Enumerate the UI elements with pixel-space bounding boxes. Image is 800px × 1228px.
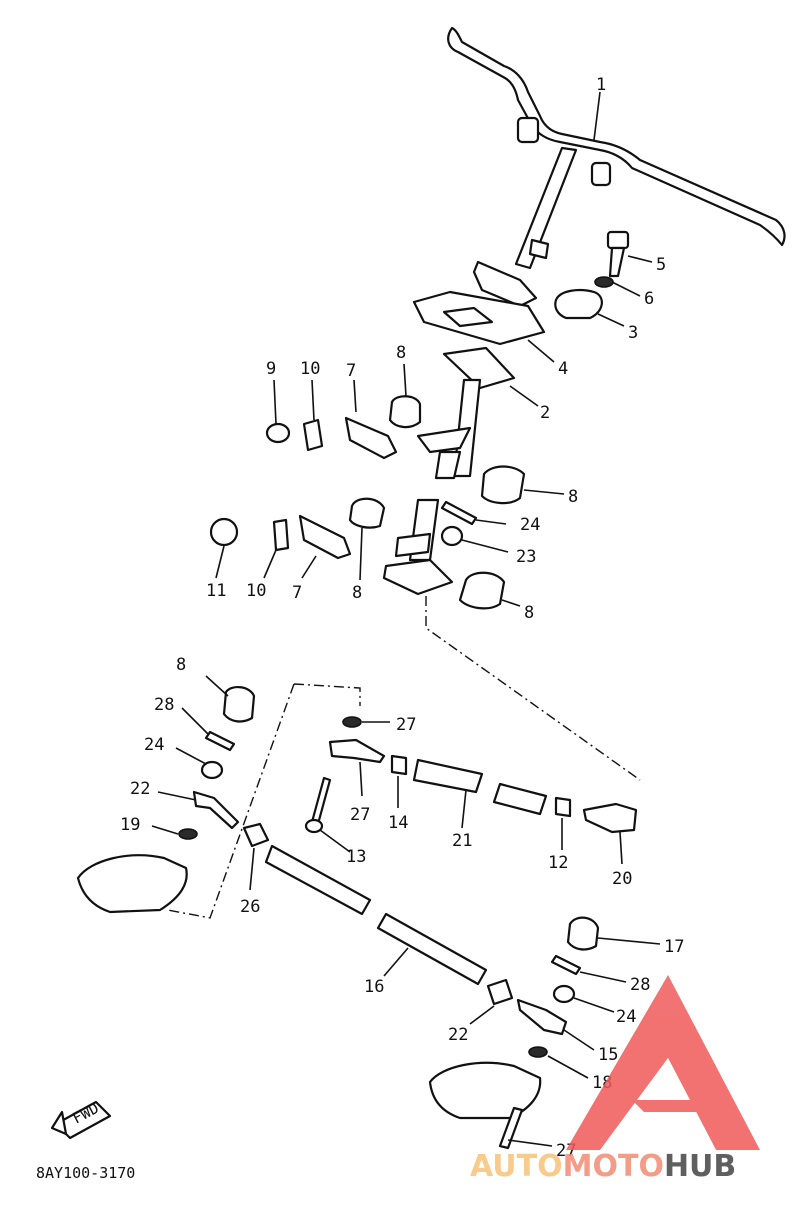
callout: 22 [448,1025,468,1045]
bushing-8-right-lower [458,571,506,610]
bolt-26 [310,776,332,826]
washer-27-right [528,1046,548,1058]
cap-28-left [222,686,256,723]
callout: 24 [616,1007,636,1027]
callout: 24 [144,735,164,755]
callout: 22 [130,779,150,799]
callout: 8 [352,583,362,603]
washer-27-left [178,828,198,840]
callout: 5 [656,255,666,275]
alignment-line-left-lower [167,683,295,919]
cap-8-upper [388,395,422,429]
callout: 11 [206,581,226,601]
nut-23 [440,525,464,547]
callout: 8 [524,603,534,623]
tie-rod-end-18 [516,998,568,1036]
callout: 17 [664,937,684,957]
callout: 12 [548,853,568,873]
callout: 1 [596,75,606,95]
alignment-line-left [293,683,361,706]
watermark: AUTOMOTOHUB [470,975,760,1184]
callout: 21 [452,831,472,851]
knuckle-right [428,1061,542,1120]
callout: 26 [240,897,260,917]
callout: 7 [292,583,302,603]
callout: 19 [120,815,140,835]
callout: 10 [246,581,266,601]
callout: 28 [154,695,174,715]
nut-9 [265,422,291,444]
knuckle-left [76,854,188,914]
watermark-text-moto: MOTO [563,1149,664,1184]
callout: 3 [628,323,638,343]
tie-rod-end-13 [582,802,638,834]
tube-12-right [492,782,548,816]
forward-arrow-icon: FWD [50,1099,112,1140]
watermark-text-auto: AUTO [470,1149,563,1184]
callout: 20 [612,869,632,889]
bolt-25 [498,1106,524,1150]
callout: 28 [630,975,650,995]
watermark-text-hub: HUB [664,1149,736,1184]
washer-10-upper [302,418,324,452]
cap-28-right [566,916,600,951]
watermark-triangle-icon [566,975,760,1150]
callout: 9 [266,359,276,379]
callout: 13 [346,847,366,867]
bolt-5 [606,230,630,278]
alignment-line-upper [425,596,641,781]
nut-20 [554,796,572,818]
tube-12-left [412,758,484,794]
leader-lines [151,91,661,1147]
washer-6 [594,276,614,288]
callout: 8 [396,343,406,363]
nut-21 [390,754,408,776]
steering-column-2 [416,346,516,480]
callout: 4 [558,359,568,379]
nut-22-left [200,760,224,780]
callout: 6 [644,289,654,309]
clamp-3 [554,289,603,320]
bolt-24-right [550,954,582,976]
rod-17-upper [264,844,372,916]
lower-column [382,498,454,596]
washer-27-center [342,716,362,728]
svg-text:AUTOMOTOHUB: AUTOMOTOHUB [470,1149,736,1184]
callout: 8 [176,655,186,675]
nut-16 [242,822,270,848]
bolt-11 [209,517,239,547]
callout: 27 [396,715,416,735]
callout: 15 [598,1045,618,1065]
bracket-7-lower [298,514,352,560]
callout: 14 [388,813,408,833]
callout: 24 [520,515,540,535]
tie-rod-end-19 [192,790,240,830]
diagram-code: 8AY100-3170 [36,1164,135,1182]
callout: 23 [516,547,536,567]
callout: 16 [364,977,384,997]
nut-15 [486,978,514,1006]
callout: 2 [540,403,550,423]
bushing-8-right-upper [480,465,526,505]
callout: 7 [346,361,356,381]
washer-10-lower [272,518,290,552]
callout: 10 [300,359,320,379]
cap-8-mid [348,497,386,529]
bolt-24-upper [440,500,478,526]
nut-22-right [552,984,576,1004]
callout: 8 [568,487,578,507]
tie-rod-end-14 [328,738,386,764]
rod-17-lower [376,912,488,986]
bracket-7-upper [344,416,398,460]
bolt-24-left [204,730,236,752]
callout-numbers: 1 2 3 4 5 6 8 9 10 7 8 8 11 10 7 8 24 23… [120,75,684,1161]
callout: 27 [350,805,370,825]
